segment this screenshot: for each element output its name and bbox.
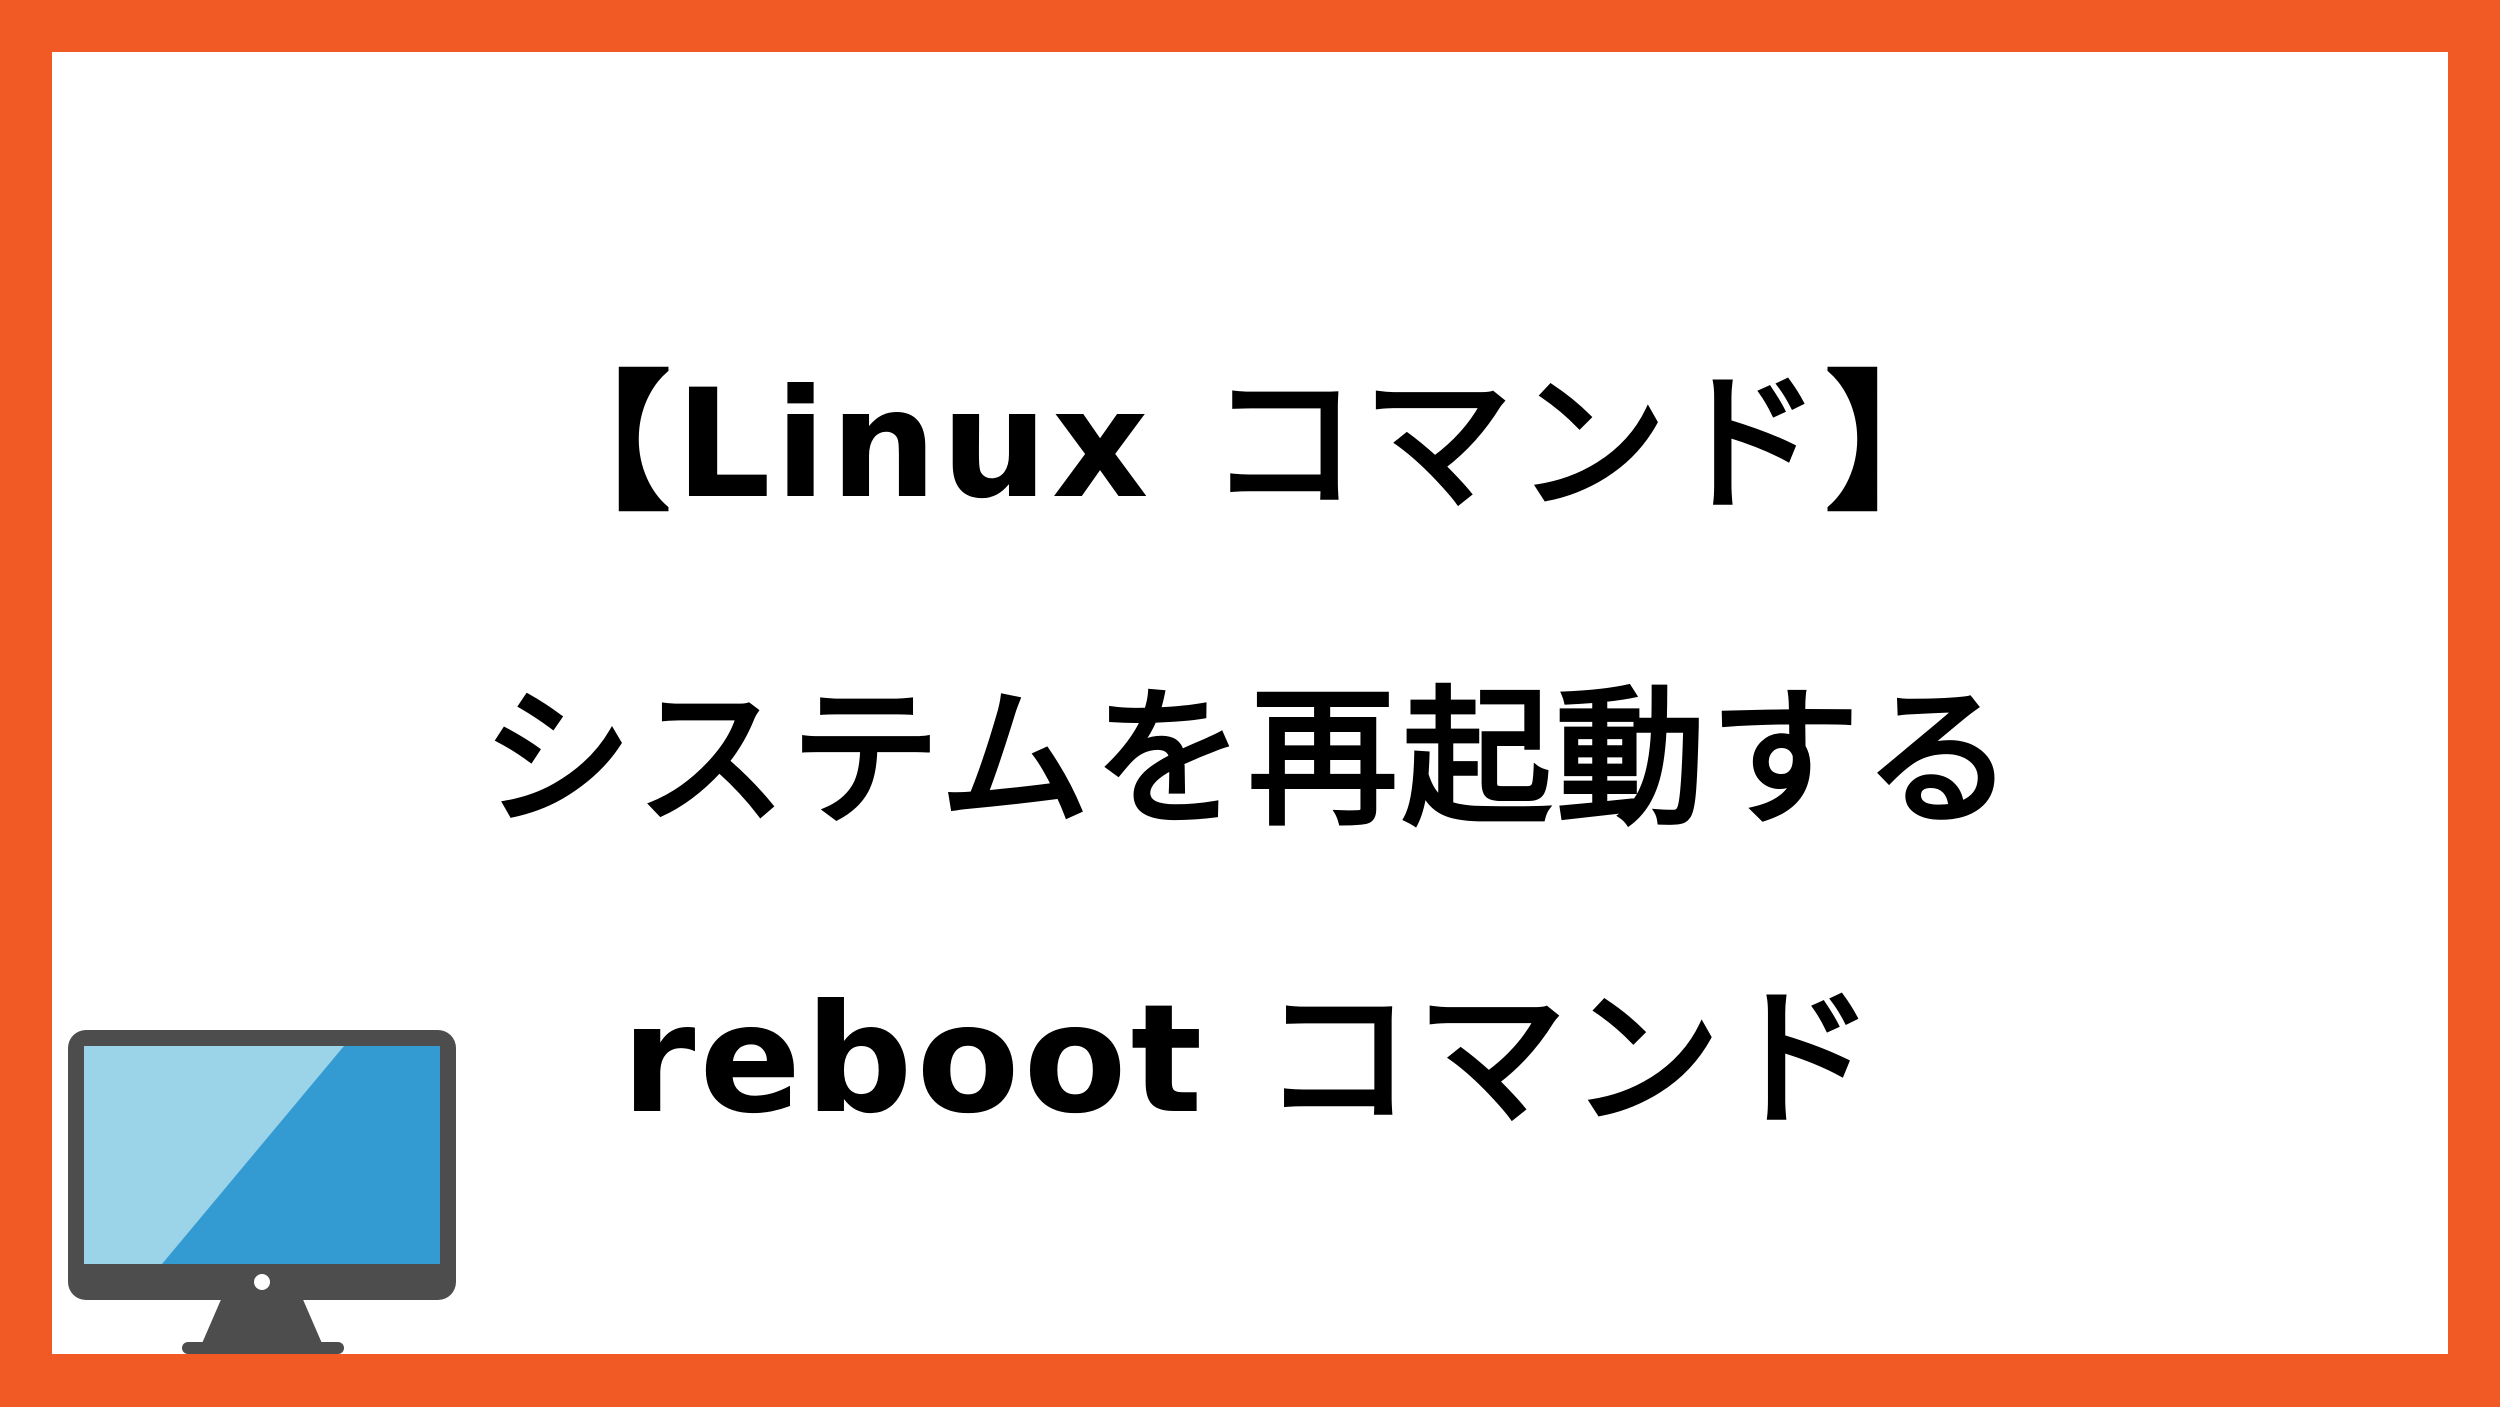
title-command: reboot コマンド [621,973,1879,1147]
desktop-monitor-icon [66,1028,458,1358]
title-main: システムを再起動する [482,673,2018,847]
title-category: 【Linux コマンド】 [521,358,1979,532]
